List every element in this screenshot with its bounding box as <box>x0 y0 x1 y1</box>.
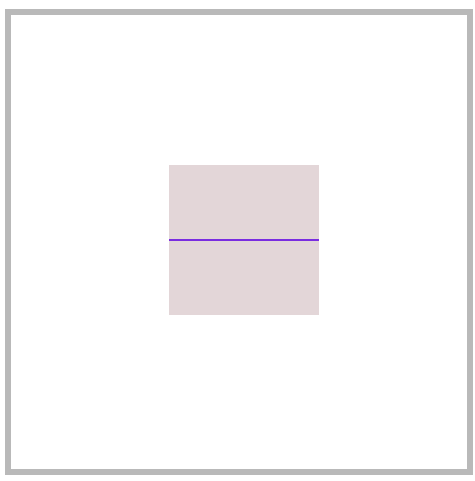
center-square <box>169 165 319 315</box>
horizontal-line <box>169 239 319 241</box>
canvas-frame <box>5 9 473 475</box>
